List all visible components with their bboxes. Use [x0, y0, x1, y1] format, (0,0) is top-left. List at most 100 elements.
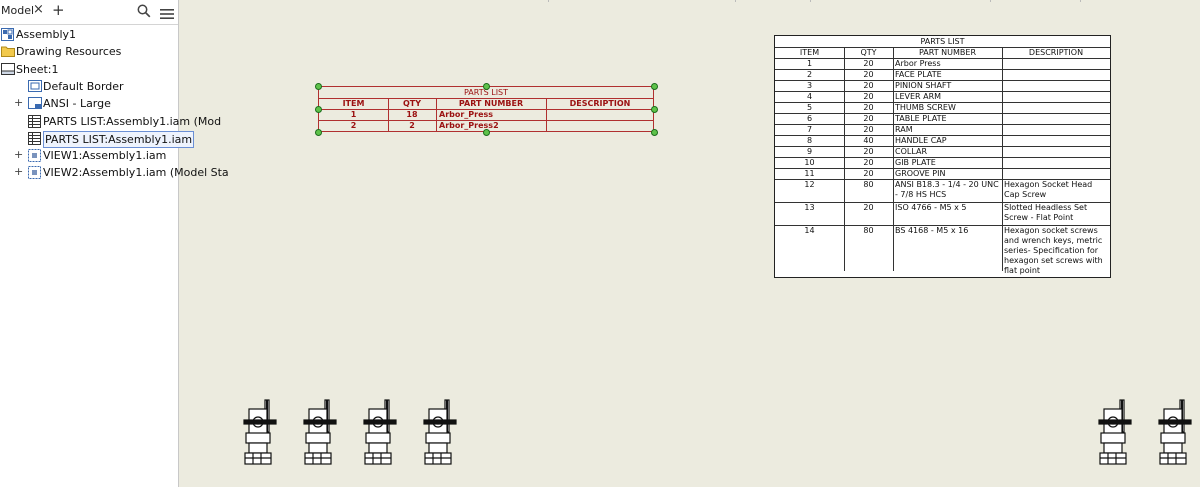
parts-list-title: PARTS LIST [920, 37, 965, 46]
table-cell: 20 [863, 158, 874, 167]
folder-icon [1, 45, 15, 60]
table-rule [775, 102, 1110, 103]
table-rule [319, 120, 653, 121]
table-cell: LEVER ARM [895, 92, 942, 101]
sheet-icon [1, 62, 15, 78]
table-cell [1002, 92, 1110, 102]
arbor-press-view-icon[interactable] [423, 399, 457, 469]
tree-node[interactable]: Default Border [0, 79, 179, 95]
table-cell: 11 [804, 169, 815, 178]
tree-node[interactable]: Assembly1 [0, 27, 179, 43]
table-rule [775, 124, 1110, 125]
grip-handle[interactable] [314, 128, 322, 136]
table-cell: 5 [806, 103, 813, 112]
grip-handle[interactable] [482, 128, 490, 136]
ruler-tick [810, 0, 811, 2]
table-cell: Arbor Press [895, 59, 941, 68]
table-cell [546, 120, 654, 131]
search-icon[interactable] [137, 3, 151, 22]
browser-header: Model × + [0, 0, 178, 25]
table-cell: 2 [350, 120, 357, 130]
table-cell: RAM [895, 125, 913, 134]
table-cell: 14 [804, 226, 815, 235]
grip-handle[interactable] [650, 128, 658, 136]
grip-handle[interactable] [314, 82, 322, 90]
close-tab-button[interactable]: × [33, 2, 44, 17]
tree-node[interactable]: PARTS LIST:Assembly1.iam (Mod [0, 114, 221, 131]
expand-icon[interactable]: + [14, 96, 24, 110]
column-header: PART NUMBER [458, 98, 524, 108]
arbor-press-view-icon[interactable] [363, 399, 397, 469]
tab-model[interactable]: Model [1, 4, 35, 17]
grip-handle[interactable] [314, 105, 322, 113]
drawing-canvas[interactable] [180, 0, 1200, 487]
table-cell: PINION SHAFT [895, 81, 952, 90]
tree-node[interactable]: +Drawing Resources [0, 44, 179, 60]
table-cell: 20 [863, 114, 874, 123]
table-cell [1002, 81, 1110, 91]
table-cell: 20 [863, 92, 874, 101]
table-cell: 1 [806, 59, 813, 68]
tree-node[interactable]: + VIEW1:Assembly1.iam [0, 148, 179, 164]
tree-node-label: VIEW2:Assembly1.iam (Model Sta [43, 166, 229, 180]
arbor-press-view-icon[interactable] [303, 399, 337, 469]
expand-icon[interactable]: + [14, 148, 24, 162]
tree-node[interactable]: −Sheet:1 [0, 62, 179, 78]
table-cell: 7 [806, 125, 813, 134]
arbor-press-view-icon[interactable] [1098, 399, 1132, 469]
assembly-icon [1, 28, 14, 44]
table-cell: Arbor_Press2 [439, 120, 499, 130]
column-header: ITEM [342, 98, 365, 108]
tree-node-label: Default Border [43, 79, 124, 93]
table-cell: 9 [806, 147, 813, 156]
table-cell [1002, 158, 1110, 168]
ruler-tick [990, 0, 991, 2]
table-cell [1002, 147, 1110, 157]
table-cell: 8 [806, 136, 813, 145]
table-cell: 2 [806, 70, 813, 79]
tree-node-label: Drawing Resources [16, 45, 122, 59]
table-cell: Hexagon Socket Head Cap Screw [1004, 180, 1093, 199]
arbor-press-view-icon[interactable] [243, 399, 277, 469]
column-header: QTY [860, 48, 877, 57]
table-cell [1002, 169, 1110, 179]
view-icon [28, 149, 41, 165]
tree-node[interactable]: +ANSI - Large [0, 96, 179, 112]
table-cell: 4 [806, 92, 813, 101]
tree-node-label: PARTS LIST:Assembly1.iam [43, 130, 195, 148]
ruler-tick [735, 0, 736, 2]
table-rule [775, 47, 1110, 48]
arbor-press-view-icon[interactable] [1158, 399, 1192, 469]
table-cell: ANSI B18.3 - 1/4 - 20 UNC - 7/8 HS HCS [895, 180, 999, 199]
border-icon [28, 79, 42, 95]
grip-handle[interactable] [482, 82, 490, 90]
table-cell: GROOVE PIN [895, 169, 946, 178]
table-cell: 6 [806, 114, 813, 123]
table-rule [775, 69, 1110, 70]
table-rule [775, 146, 1110, 147]
table-cell: 1 [350, 109, 357, 119]
table-cell: 20 [863, 169, 874, 178]
grip-handle[interactable] [650, 82, 658, 90]
table-rule [388, 98, 389, 132]
table-cell: THUMB SCREW [895, 103, 956, 112]
tree-node[interactable]: PARTS LIST:Assembly1.iam [0, 130, 195, 148]
table-rule [775, 225, 1110, 226]
menu-icon[interactable] [160, 5, 174, 24]
table-cell: 12 [804, 180, 815, 189]
grip-handle[interactable] [650, 105, 658, 113]
add-tab-button[interactable]: + [52, 1, 65, 19]
table-rule [893, 47, 894, 271]
tree-node-label: VIEW1:Assembly1.iam [43, 149, 167, 163]
column-header: QTY [402, 98, 422, 108]
parts-list-icon [28, 114, 41, 131]
expand-icon[interactable]: + [14, 165, 24, 179]
table-cell: 80 [863, 226, 874, 235]
table-cell: Hexagon socket screws and wrench keys, m… [1004, 226, 1103, 275]
table-cell [1002, 103, 1110, 113]
table-cell: Slotted Headless Set Screw - Flat Point [1004, 203, 1088, 222]
table-cell: COLLAR [895, 147, 928, 156]
tree-node[interactable]: + VIEW2:Assembly1.iam (Model Sta [0, 165, 229, 181]
